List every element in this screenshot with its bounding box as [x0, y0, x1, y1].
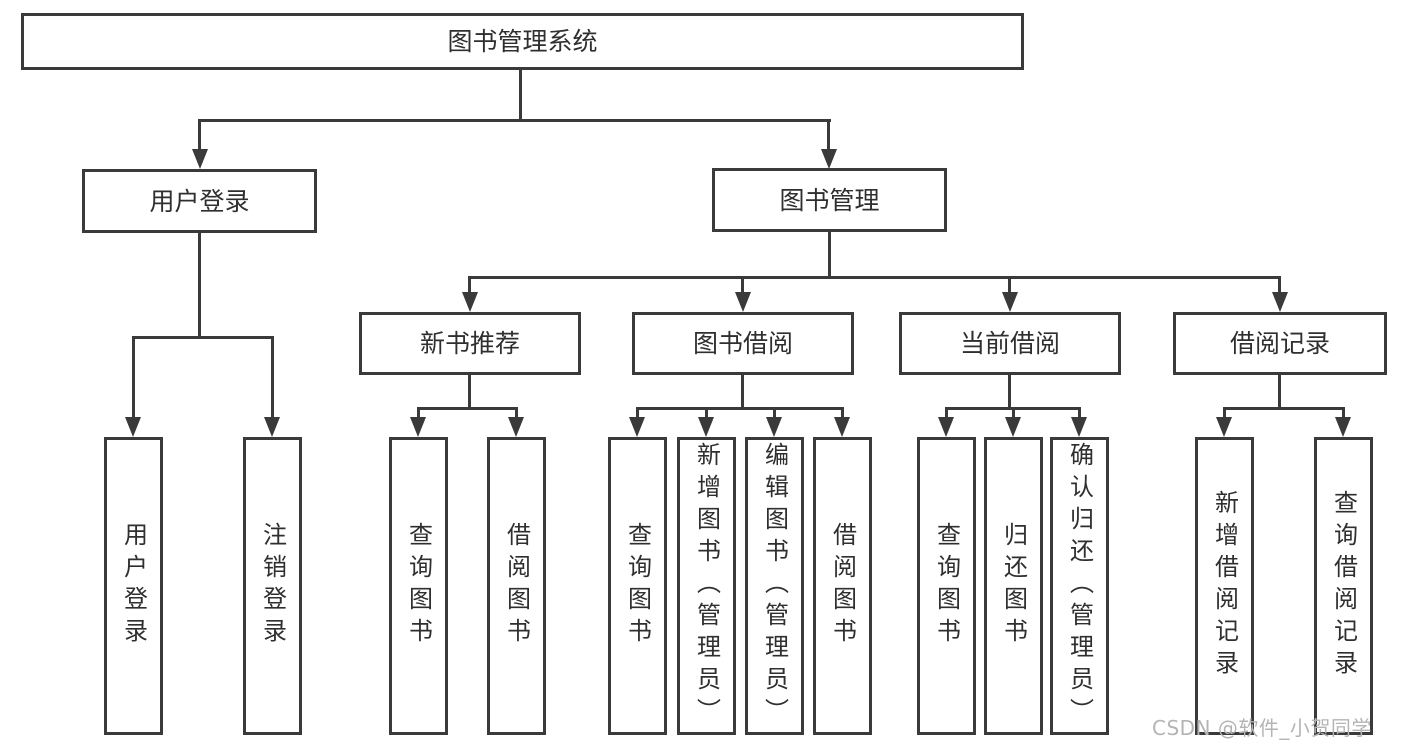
arrowhead-down-icon: [1005, 417, 1021, 437]
arrowhead-down-icon: [1071, 417, 1087, 437]
edge-user-login-bar: [132, 336, 274, 339]
leaf-add-books-admin: 新增图书（管理员）: [677, 437, 736, 735]
edge-book-borrow-stem: [741, 375, 744, 410]
arrowhead-down-icon: [938, 417, 954, 437]
leaf-query-borrow-record: 查询借阅记录: [1314, 437, 1373, 735]
leaf-label: 新增借阅记录: [1210, 490, 1239, 682]
arrowhead-down-icon: [508, 417, 524, 437]
leaf-label: 编辑图书（管理员）: [760, 442, 789, 730]
edge-leaf-shaft: [515, 407, 518, 419]
node-book-borrow: 图书借阅: [632, 312, 854, 375]
edge-leaf-shaft: [945, 407, 948, 419]
node-book-management: 图书管理: [712, 168, 947, 232]
edge-borrow-records-stem: [1278, 375, 1281, 410]
edge-root-bar: [198, 119, 831, 122]
edge-to-leaf-logout-shaft: [271, 336, 274, 419]
node-user-login-label: 用户登录: [149, 186, 250, 216]
edge-leaf-shaft: [1342, 407, 1345, 419]
arrowhead-down-icon: [192, 149, 208, 169]
csdn-watermark: CSDN @软件_小贺同学: [1152, 716, 1372, 740]
leaf-edit-books-admin: 编辑图书（管理员）: [745, 437, 804, 735]
leaf-label: 归还图书: [999, 522, 1028, 650]
node-root: 图书管理系统: [21, 13, 1024, 70]
leaf-label: 确认归还（管理员）: [1065, 442, 1094, 730]
node-book-management-label: 图书管理: [779, 185, 880, 215]
leaf-query-books-2: 查询图书: [608, 437, 667, 735]
leaf-label: 借阅图书: [828, 522, 857, 650]
arrowhead-down-icon: [1216, 417, 1232, 437]
arrowhead-down-icon: [821, 149, 837, 169]
leaf-label: 借阅图书: [502, 522, 531, 650]
edge-borrow-records-bar: [1223, 407, 1345, 410]
leaf-label: 查询图书: [623, 522, 652, 650]
leaf-label: 查询图书: [932, 522, 961, 650]
arrowhead-down-icon: [410, 417, 426, 437]
leaf-user-login: 用户登录: [104, 437, 163, 735]
arrowhead-down-icon: [1272, 292, 1288, 312]
node-root-label: 图书管理系统: [447, 27, 598, 56]
edge-to-new-book-rec-shaft: [468, 276, 471, 294]
leaf-confirm-return-admin: 确认归还（管理员）: [1050, 437, 1109, 735]
edge-root-to-book-mgmt-shaft: [827, 119, 830, 151]
edge-book-mgmt-stem: [828, 232, 831, 279]
edge-to-borrow-records-shaft: [1278, 276, 1281, 294]
arrowhead-down-icon: [125, 417, 141, 437]
leaf-add-borrow-record: 新增借阅记录: [1195, 437, 1254, 735]
arrowhead-down-icon: [264, 417, 280, 437]
leaf-label: 用户登录: [119, 522, 148, 650]
edge-book-borrow-bar: [636, 407, 844, 410]
edge-new-book-rec-bar: [417, 407, 518, 410]
node-book-borrow-label: 图书借阅: [692, 329, 793, 358]
node-current-borrow: 当前借阅: [899, 312, 1121, 375]
arrowhead-down-icon: [834, 417, 850, 437]
edge-leaf-shaft: [705, 407, 708, 419]
edge-to-book-borrow-shaft: [741, 276, 744, 294]
edge-to-leaf-login-shaft: [132, 336, 135, 419]
leaf-return-books: 归还图书: [984, 437, 1043, 735]
leaf-label: 查询图书: [404, 522, 433, 650]
edge-root-stem: [519, 69, 522, 122]
node-current-borrow-label: 当前借阅: [959, 329, 1060, 358]
leaf-label: 新增图书（管理员）: [692, 442, 721, 730]
node-borrow-records-label: 借阅记录: [1229, 329, 1330, 358]
edge-leaf-shaft: [841, 407, 844, 419]
node-user-login: 用户登录: [82, 169, 317, 233]
arrowhead-down-icon: [462, 292, 478, 312]
leaf-logout: 注销登录: [243, 437, 302, 735]
edge-leaf-shaft: [773, 407, 776, 419]
node-borrow-records: 借阅记录: [1173, 312, 1387, 375]
edge-user-login-stem: [198, 233, 201, 339]
node-new-book-recommend: 新书推荐: [359, 312, 581, 375]
edge-new-book-rec-stem: [468, 375, 471, 410]
arrowhead-down-icon: [1335, 417, 1351, 437]
leaf-query-books-3: 查询图书: [917, 437, 976, 735]
node-new-book-recommend-label: 新书推荐: [419, 329, 520, 358]
arrowhead-down-icon: [766, 417, 782, 437]
arrowhead-down-icon: [629, 417, 645, 437]
edge-leaf-shaft: [636, 407, 639, 419]
leaf-label: 注销登录: [258, 522, 287, 650]
edge-leaf-shaft: [1012, 407, 1015, 419]
edge-to-current-borrow-shaft: [1008, 276, 1011, 294]
leaf-label: 查询借阅记录: [1329, 490, 1358, 682]
edge-book-mgmt-bar: [468, 276, 1281, 279]
arrowhead-down-icon: [1002, 292, 1018, 312]
edge-leaf-shaft: [417, 407, 420, 419]
edge-current-borrow-stem: [1008, 375, 1011, 410]
edge-root-to-user-login-shaft: [198, 119, 201, 151]
leaf-query-books-1: 查询图书: [389, 437, 448, 735]
edge-leaf-shaft: [1078, 407, 1081, 419]
leaf-borrow-books-1: 借阅图书: [487, 437, 546, 735]
edge-leaf-shaft: [1223, 407, 1226, 419]
arrowhead-down-icon: [698, 417, 714, 437]
arrowhead-down-icon: [735, 292, 751, 312]
leaf-borrow-books-2: 借阅图书: [813, 437, 872, 735]
